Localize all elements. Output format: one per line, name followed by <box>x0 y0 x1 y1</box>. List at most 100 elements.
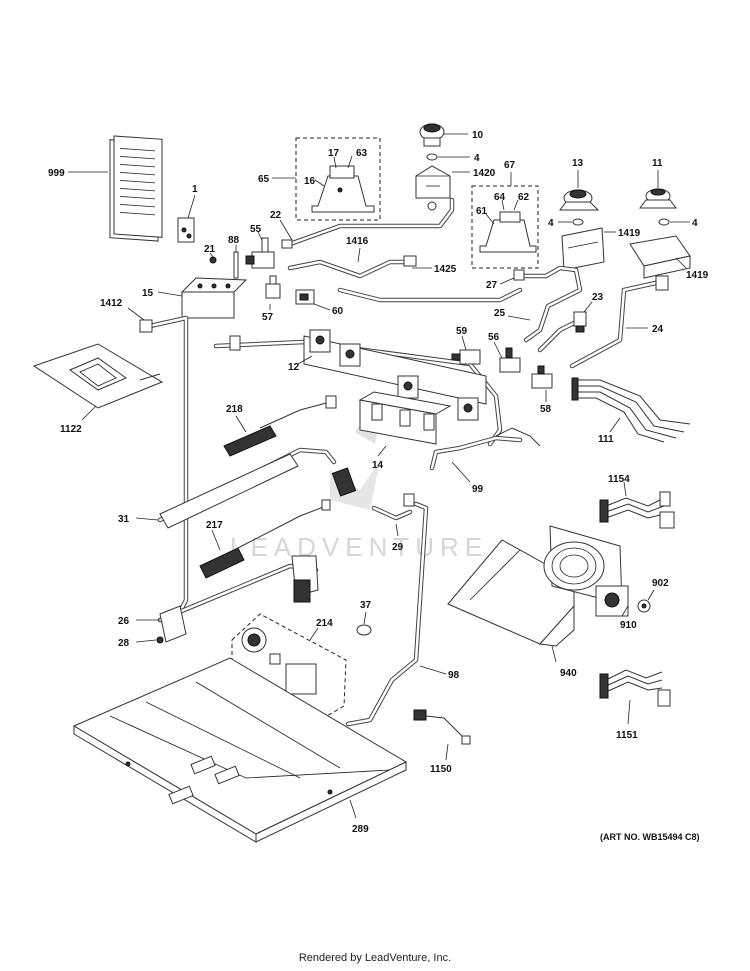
label-22: 22 <box>270 210 282 221</box>
label-88: 88 <box>228 235 240 246</box>
part-55-valve[interactable] <box>245 237 275 269</box>
part-88-rod[interactable] <box>233 251 239 279</box>
part-99-tube[interactable] <box>429 427 541 471</box>
group-67 <box>471 185 539 269</box>
part-1-bracket[interactable] <box>177 217 195 243</box>
label-1412: 1412 <box>100 298 123 309</box>
label-59: 59 <box>456 326 468 337</box>
label-999: 999 <box>48 168 65 179</box>
part-22-tube[interactable] <box>281 197 455 249</box>
part-28-screw[interactable] <box>156 636 164 644</box>
part-1154-harness[interactable] <box>599 491 675 529</box>
label-55: 55 <box>250 224 262 235</box>
part-999-manual[interactable] <box>109 135 163 242</box>
label-58: 58 <box>540 404 552 415</box>
part-218-igniter[interactable] <box>223 395 337 457</box>
part-60-valve[interactable] <box>295 289 315 305</box>
label-12: 12 <box>288 362 300 373</box>
label-4c: 4 <box>692 218 698 229</box>
label-37: 37 <box>360 600 372 611</box>
label-111: 111 <box>598 434 614 445</box>
label-217: 217 <box>206 520 223 531</box>
part-1122-pad[interactable] <box>32 343 164 409</box>
label-4a: 4 <box>474 153 480 164</box>
label-1419b: 1419 <box>686 270 709 281</box>
part-289-tray[interactable] <box>72 657 408 843</box>
part-63-bracket[interactable] <box>311 165 375 213</box>
part-10-thermostat[interactable] <box>419 123 445 147</box>
part-12-manifold[interactable] <box>213 329 503 447</box>
part-214-valve[interactable] <box>241 627 317 695</box>
label-25: 25 <box>494 308 506 319</box>
label-11: 11 <box>652 158 663 169</box>
part-lower-burner-tube[interactable] <box>157 555 319 643</box>
label-31: 31 <box>118 514 130 525</box>
label-99: 99 <box>472 484 484 495</box>
label-13: 13 <box>572 158 584 169</box>
label-61: 61 <box>476 206 488 217</box>
label-56: 56 <box>488 332 500 343</box>
label-1416: 1416 <box>346 236 369 247</box>
art-number: (ART NO. WB15494 C8) <box>600 832 700 842</box>
part-902-clip[interactable] <box>637 599 651 613</box>
part-25-tube[interactable] <box>513 265 583 353</box>
label-63: 63 <box>356 148 368 159</box>
part-1151-harness[interactable] <box>599 669 671 707</box>
part-37-plug[interactable] <box>356 624 372 636</box>
label-1154: 1154 <box>608 474 630 485</box>
part-940-shroud[interactable] <box>447 539 575 647</box>
label-1420: 1420 <box>473 168 496 179</box>
label-60: 60 <box>332 306 344 317</box>
part-58-valve[interactable] <box>531 365 553 389</box>
label-57: 57 <box>262 312 274 323</box>
label-940: 940 <box>560 668 577 679</box>
part-910-fan[interactable] <box>543 525 629 617</box>
watermark-text: LEADVENTURE <box>230 532 488 562</box>
group-65 <box>295 137 381 221</box>
part-1425-manifold-tube[interactable] <box>287 255 523 303</box>
footer-credit: Rendered by LeadVenture, Inc. <box>298 952 452 964</box>
label-218: 218 <box>226 404 243 415</box>
part-31-burner-tube[interactable] <box>157 447 357 529</box>
label-16: 16 <box>304 176 316 187</box>
part-23-fitting[interactable] <box>573 311 587 333</box>
label-14: 14 <box>372 460 384 471</box>
part-59-valve[interactable] <box>451 349 481 365</box>
part-21-screw[interactable] <box>209 256 217 264</box>
label-65: 65 <box>258 174 270 185</box>
part-111-wire-harness[interactable] <box>571 377 691 443</box>
part-217-igniter[interactable] <box>199 499 331 579</box>
label-29: 29 <box>392 542 404 553</box>
part-4-washer[interactable] <box>426 153 438 161</box>
label-15: 15 <box>142 288 154 299</box>
label-1425: 1425 <box>434 264 457 275</box>
part-1420-housing[interactable] <box>415 165 451 211</box>
part-57-valve[interactable] <box>265 275 281 299</box>
label-26: 26 <box>118 616 130 627</box>
part-1150-wire[interactable] <box>413 709 471 745</box>
part-14-bracket[interactable] <box>358 391 452 445</box>
part-4-washer-b[interactable] <box>572 218 584 226</box>
part-24-tube[interactable] <box>569 275 669 369</box>
part-56-valve[interactable] <box>499 347 521 373</box>
part-4-washer-c[interactable] <box>658 218 670 226</box>
part-1419-bracket-b[interactable] <box>629 235 691 279</box>
part-29-elbow[interactable] <box>371 493 415 521</box>
part-13-thermostat[interactable] <box>559 189 600 211</box>
part-61-bracket[interactable] <box>479 211 537 253</box>
label-23: 23 <box>592 292 604 303</box>
part-1419-bracket-a[interactable] <box>561 227 605 271</box>
label-21: 21 <box>204 244 216 255</box>
part-15-bracket[interactable] <box>180 277 248 319</box>
label-4b: 4 <box>548 218 554 229</box>
label-214: 214 <box>316 618 333 629</box>
label-10: 10 <box>472 130 484 141</box>
label-64: 64 <box>494 192 506 203</box>
label-1419a: 1419 <box>618 228 641 239</box>
part-98-tube[interactable] <box>345 501 429 727</box>
label-62: 62 <box>518 192 530 203</box>
part-1412-tube[interactable] <box>139 315 189 623</box>
label-1: 1 <box>192 184 198 195</box>
part-11-thermostat[interactable] <box>639 188 677 209</box>
